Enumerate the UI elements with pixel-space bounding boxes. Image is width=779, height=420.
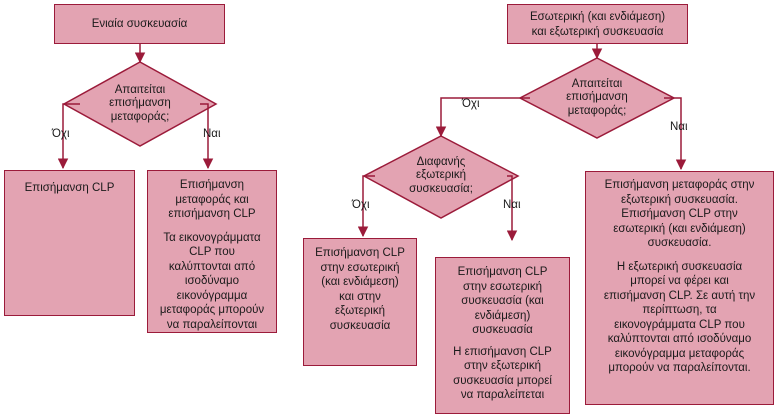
right-yes-label: Ναι	[670, 121, 688, 133]
left-decision-text: Απαιτείται επισήμανση μεταφοράς;	[109, 83, 171, 123]
left-title-box: Ενιαία συσκευασία	[54, 4, 225, 44]
sub-no-label: Όχι	[352, 199, 370, 211]
sub-yes-label: Ναι	[503, 199, 521, 211]
right-yes-box: Επισήμανση μεταφοράς στην εξωτερική συσκ…	[585, 171, 774, 405]
sub-yes-box: Επισήμανση CLP στην εσωτερική συσκευασία…	[435, 257, 570, 414]
right-decision-text: Απαιτείται επισήμανση μεταφοράς;	[566, 77, 628, 117]
sub-yes-branch	[506, 175, 518, 242]
left-decision-diamond	[62, 61, 218, 147]
sub-no-box: Επισήμανση CLP στην εσωτερική (και ενδιά…	[303, 238, 417, 366]
left-title-text: Ενιαία συσκευασία	[91, 17, 188, 30]
right-no-branch	[435, 97, 530, 138]
left-yes-box: Επισήμανση μεταφοράς και επισήμανση CLP …	[147, 170, 277, 333]
right-no-label: Όχι	[462, 98, 480, 110]
right-yes-branch	[664, 97, 687, 171]
left-yes-label: Ναι	[203, 128, 221, 140]
right-title-box: Εσωτερική (και ενδιάμεση) και εξωτερική …	[507, 4, 688, 44]
left-no-branch	[57, 103, 80, 170]
right-decision-diamond	[518, 57, 676, 139]
left-yes-branch	[200, 103, 214, 170]
left-no-label: Όχι	[52, 128, 70, 140]
sub-decision-text: Διαφανής εξωτερική συσκευασία;	[409, 155, 473, 195]
left-no-box: Επισήμανση CLP	[4, 170, 135, 316]
sub-decision-diamond	[362, 135, 520, 219]
sub-no-branch	[357, 175, 375, 238]
